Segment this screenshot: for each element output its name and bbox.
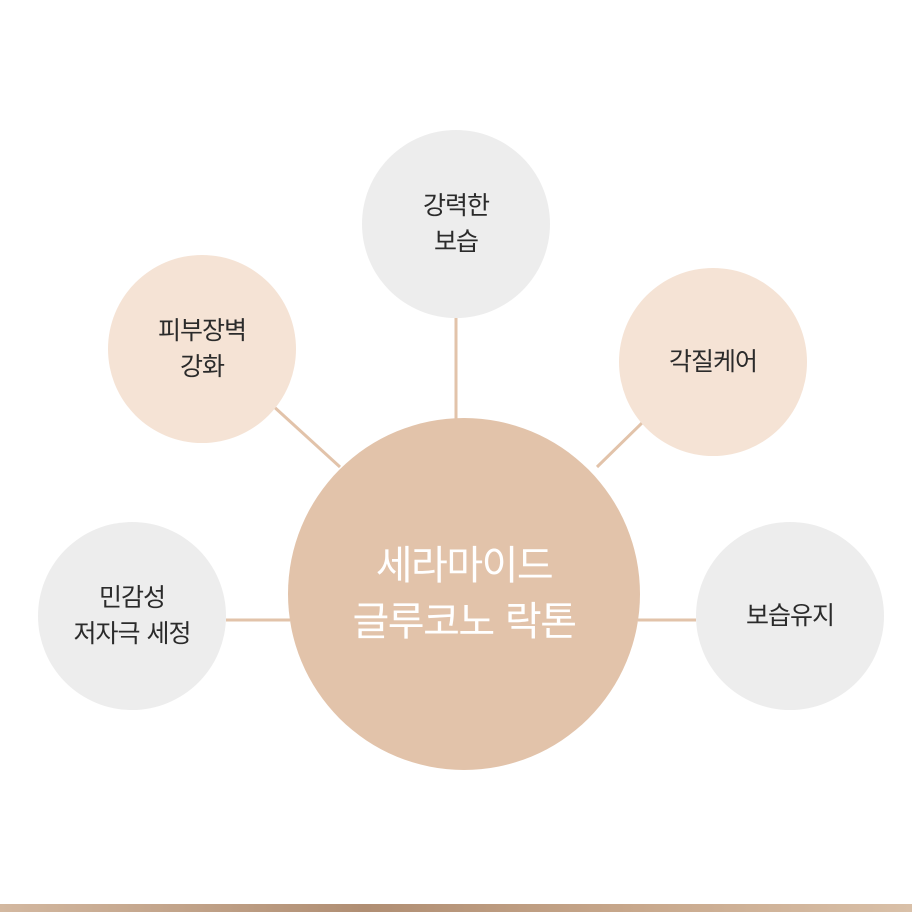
node-label: 피부장벽 강화 [157,316,247,381]
connector-upper-left [270,403,342,469]
center-label: 세라마이드 글루코노 락톤 [352,543,577,645]
node-skin-barrier: 피부장벽 강화 [108,255,296,443]
node-exfoliation-care: 각질케어 [619,268,807,456]
node-moisture-retention: 보습유지 [696,522,884,710]
node-label: 강력한 보습 [422,191,490,256]
connector-upper-right [595,418,647,469]
node-sensitive-gentle-cleansing: 민감성 저자극 세정 [38,522,226,710]
node-label: 민감성 저자극 세정 [73,583,192,648]
bottom-decorative-bar [0,904,912,912]
center-node-ceramide: 세라마이드 글루코노 락톤 [288,418,640,770]
node-strong-moisture: 강력한 보습 [362,130,550,318]
node-label: 보습유지 [745,601,835,630]
node-label: 각질케어 [668,347,758,376]
